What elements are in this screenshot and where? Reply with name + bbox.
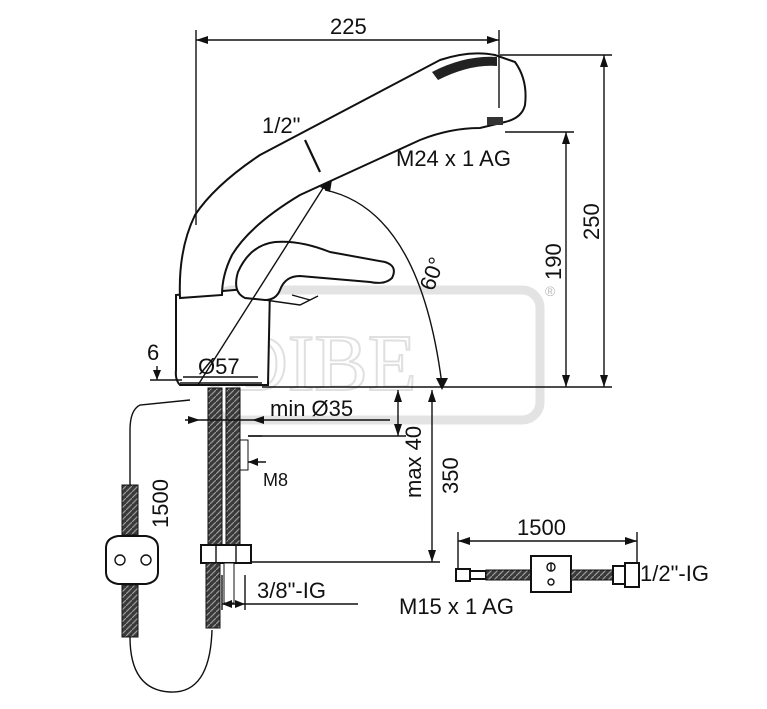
- dim-6-label: 6: [147, 340, 159, 365]
- dim-min-35: min Ø35: [185, 396, 390, 424]
- m8-annotation: M8: [248, 458, 288, 490]
- dim-225: 225: [195, 14, 500, 225]
- dim-max-40: max 40: [248, 390, 426, 498]
- supply-hoses: [200, 387, 262, 629]
- dim-350: 350: [252, 390, 463, 563]
- dim-250: 250: [500, 54, 612, 387]
- conn-1-2-ig-label: 1/2"-IG: [640, 561, 709, 586]
- hose-1500-left-label: 1500: [148, 479, 173, 528]
- dim-190-label: 190: [541, 243, 566, 280]
- dim-250-label: 250: [579, 203, 604, 240]
- conn-3-8-annotation: 3/8"-IG: [221, 575, 358, 610]
- pipe-half-inch-label: 1/2": [262, 113, 300, 138]
- conn-3-8-label: 3/8"-IG: [257, 578, 326, 603]
- left-hose-assembly: 1500: [105, 399, 213, 693]
- hose-1500-right-label: 1500: [517, 515, 566, 540]
- dim-6-and-57: 6 Ø57: [147, 340, 258, 381]
- m24-thread-label: M24 x 1 AG: [396, 146, 511, 171]
- registered-mark: ®: [545, 283, 556, 299]
- dim-190: 190: [505, 131, 574, 387]
- m15-thread-label: M15 x 1 AG: [399, 594, 514, 619]
- dim-225-label: 225: [330, 14, 367, 39]
- dim-350-label: 350: [438, 457, 463, 494]
- faucet-body: [174, 52, 527, 386]
- m8-label: M8: [263, 470, 288, 490]
- max-40-label: max 40: [401, 426, 426, 498]
- hose-detail: 1500 1/2"-IG M15 x 1 AG: [399, 515, 709, 619]
- min-35-label: min Ø35: [270, 396, 353, 421]
- dia-57-label: Ø57: [198, 354, 240, 379]
